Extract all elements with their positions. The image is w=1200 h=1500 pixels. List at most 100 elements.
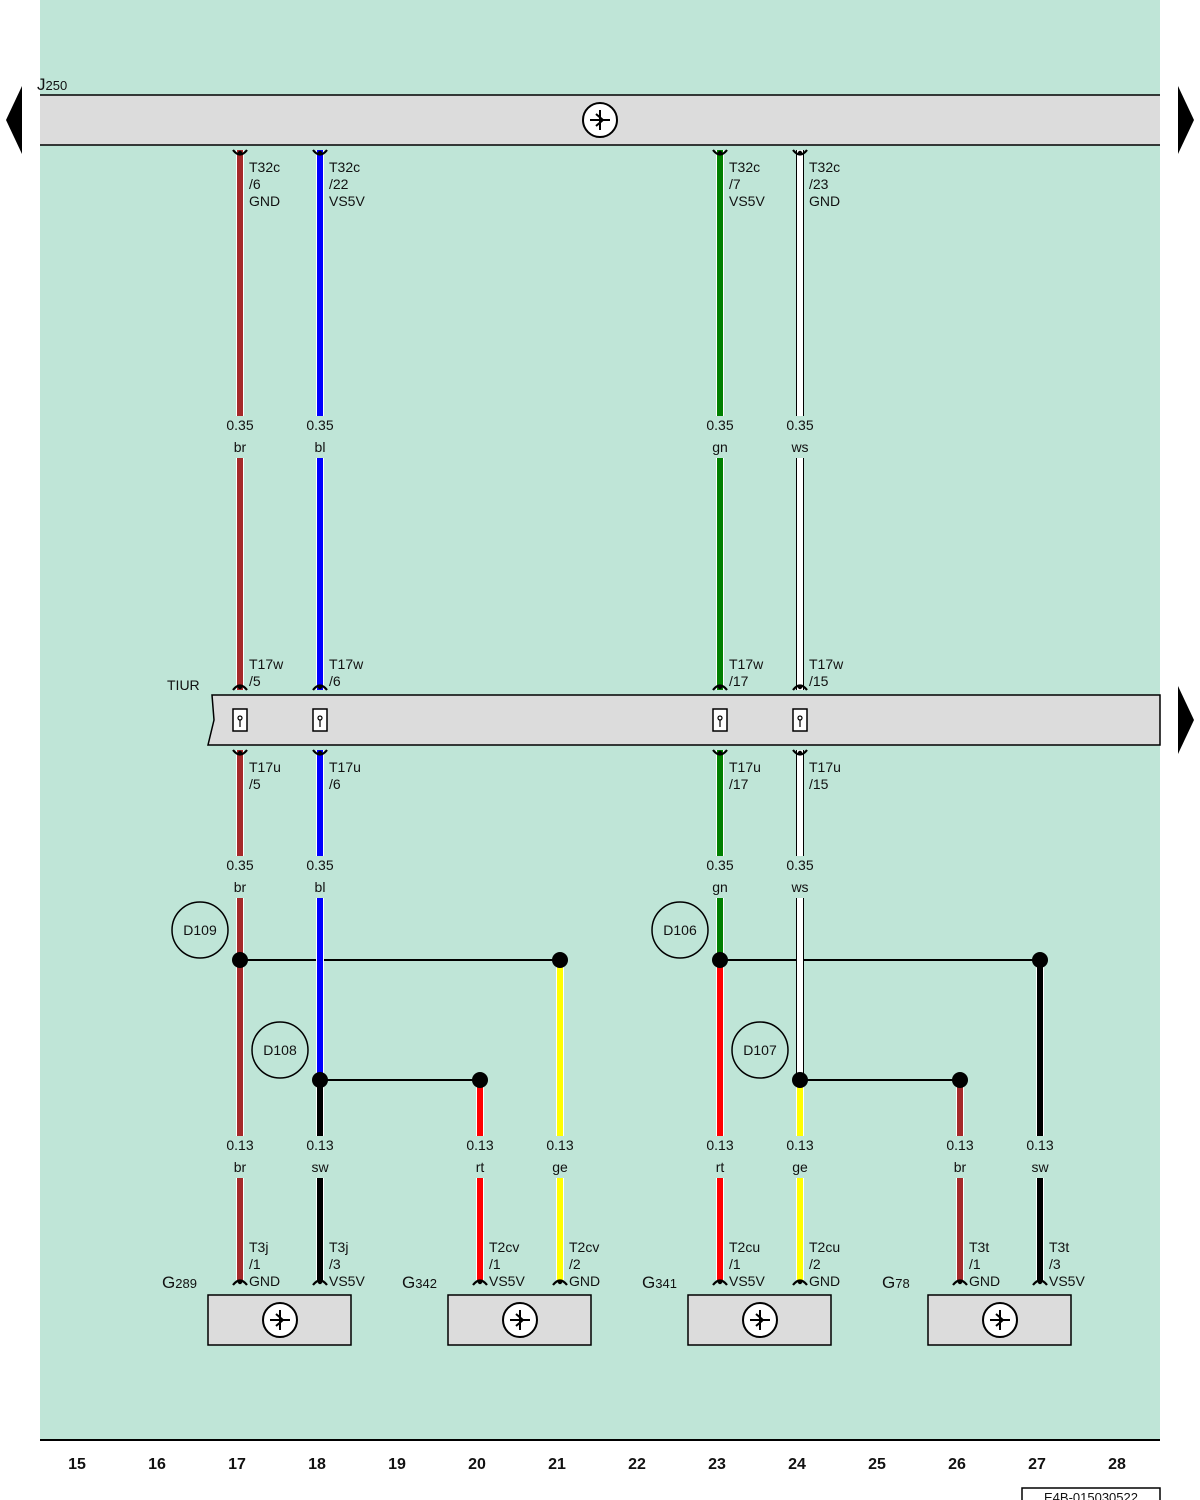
sensor-pin-label-5-line0: T2cu bbox=[809, 1239, 840, 1255]
lower-wire-label-5-bg bbox=[784, 1136, 816, 1178]
tiur-lower-cup-0 bbox=[232, 749, 248, 756]
splice-D107: D107 bbox=[731, 1021, 789, 1079]
j250-pin-label-1-line0: T32c bbox=[329, 159, 360, 175]
j250-pin-label-0-line2: GND bbox=[249, 193, 280, 209]
mid-wire-label-2-bg bbox=[704, 856, 736, 898]
lower-wire-label-2-size: 0.13 bbox=[466, 1137, 493, 1153]
tiur-lower-pin-label-0-line1: /5 bbox=[249, 776, 261, 792]
column-number-26: 26 bbox=[948, 1456, 966, 1473]
splice-label-2: D106 bbox=[663, 922, 697, 938]
tiur-lower-pin-label-2-line1: /17 bbox=[729, 776, 749, 792]
tiur-upper-pin-label-3-line1: /15 bbox=[809, 673, 829, 689]
lower-wire-label-2-color: rt bbox=[476, 1159, 485, 1175]
tiur-connector-bar bbox=[207, 694, 1161, 746]
sensor-pin-cup-3 bbox=[552, 1279, 568, 1286]
mid-wire-label-1-size: 0.35 bbox=[306, 857, 333, 873]
sensor-name-2: G341 bbox=[642, 1273, 677, 1292]
tiur-upper-cup-1 bbox=[312, 684, 328, 691]
lower-wire-label-3-size: 0.13 bbox=[546, 1137, 573, 1153]
column-number-21: 21 bbox=[548, 1456, 566, 1473]
upper-wire-label-0-color: br bbox=[234, 439, 247, 455]
j250-pin-label-1-line2: VS5V bbox=[329, 193, 365, 209]
j250-pin-cup-0-dot bbox=[237, 150, 243, 156]
sensor-name-letter-0: G bbox=[162, 1273, 175, 1292]
sensor-pin-label-0-line1: /1 bbox=[249, 1256, 261, 1272]
tiur-upper-cup-0-dot bbox=[237, 684, 243, 690]
sensor-name-1: G342 bbox=[402, 1273, 437, 1292]
lower-wire-label-7-bg bbox=[1024, 1136, 1056, 1178]
reference-box bbox=[1021, 1487, 1161, 1500]
column-number-19: 19 bbox=[388, 1456, 406, 1473]
column-number-25: 25 bbox=[868, 1456, 886, 1473]
tiur-lower-cup-2-dot bbox=[717, 750, 723, 756]
sensor-name-3: G78 bbox=[882, 1273, 910, 1292]
splice-label-3: D107 bbox=[743, 1042, 777, 1058]
sensor-symbol-arrow-2 bbox=[755, 1313, 765, 1327]
sensor-symbol-arrow-3 bbox=[995, 1313, 1005, 1327]
tiur-upper-cup-2 bbox=[712, 684, 728, 691]
column-number-16: 16 bbox=[148, 1456, 166, 1473]
prev-page-arrow-icon[interactable] bbox=[6, 86, 22, 154]
next-page-arrow-icon[interactable] bbox=[1178, 86, 1194, 154]
splice-D109: D109 bbox=[171, 901, 229, 959]
j250-pin-cup-3 bbox=[792, 149, 808, 156]
column-number-18: 18 bbox=[308, 1456, 326, 1473]
upper-wire-label-1-color: bl bbox=[315, 439, 326, 455]
splice-circle-1 bbox=[251, 1021, 309, 1079]
column-number-23: 23 bbox=[708, 1456, 726, 1473]
j250-pin-cup-2-dot bbox=[717, 150, 723, 156]
j250-pin-cup-2 bbox=[712, 149, 728, 156]
sensor-pin-label-7-line2: VS5V bbox=[1049, 1273, 1085, 1289]
j250-pin-label-2-line0: T32c bbox=[729, 159, 760, 175]
sensor-pin-label-1-line1: /3 bbox=[329, 1256, 341, 1272]
sensor-name-letter-2: G bbox=[642, 1273, 655, 1292]
j250-pin-cup-1 bbox=[312, 149, 328, 156]
j250-pin-cup-0 bbox=[232, 149, 248, 156]
j250-pin-label-0-line0: T32c bbox=[249, 159, 280, 175]
sensor-pin-cup-4-dot bbox=[717, 1279, 723, 1285]
sensor-pin-cup-2 bbox=[472, 1279, 488, 1286]
j250-pin-label-3-line0: T32c bbox=[809, 159, 840, 175]
sensor-symbol-arrow-0 bbox=[275, 1313, 285, 1327]
lower-wire-label-0-size: 0.13 bbox=[226, 1137, 253, 1153]
splice-circle-0 bbox=[171, 901, 229, 959]
continue-tiur-arrow-icon[interactable] bbox=[1178, 686, 1194, 754]
sensor-name-letter-1: G bbox=[402, 1273, 415, 1292]
column-number-27: 27 bbox=[1028, 1456, 1046, 1473]
tiur-lower-cup-2 bbox=[712, 749, 728, 756]
splice-label-0: D109 bbox=[183, 922, 217, 938]
tiur-upper-cup-0 bbox=[232, 684, 248, 691]
lower-wire-label-6-bg bbox=[944, 1136, 976, 1178]
sensor-pin-cup-1-dot bbox=[317, 1279, 323, 1285]
sensor-pin-label-3-line2: GND bbox=[569, 1273, 600, 1289]
tiur-lower-cup-3 bbox=[792, 749, 808, 756]
tiur-lower-pin-label-3-line0: T17u bbox=[809, 759, 841, 775]
tiur-upper-pin-label-0: T17w/5 bbox=[249, 656, 284, 689]
lower-wire-label-1-color: sw bbox=[311, 1159, 329, 1175]
sensor-name-number-3: 78 bbox=[895, 1276, 909, 1291]
lower-wire-label-6-size: 0.13 bbox=[946, 1137, 973, 1153]
splice-D106: D106 bbox=[651, 901, 709, 959]
column-number-20: 20 bbox=[468, 1456, 486, 1473]
sensor-2: G341 bbox=[642, 1273, 832, 1346]
tiur-upper-pin-label-2-line1: /17 bbox=[729, 673, 749, 689]
sensor-name-0: G289 bbox=[162, 1273, 197, 1292]
splice-circle-3 bbox=[731, 1021, 789, 1079]
sensor-pin-label-5-line1: /2 bbox=[809, 1256, 821, 1272]
upper-wire-label-1-bg bbox=[304, 416, 336, 458]
sensor-3: G78 bbox=[882, 1273, 1072, 1346]
